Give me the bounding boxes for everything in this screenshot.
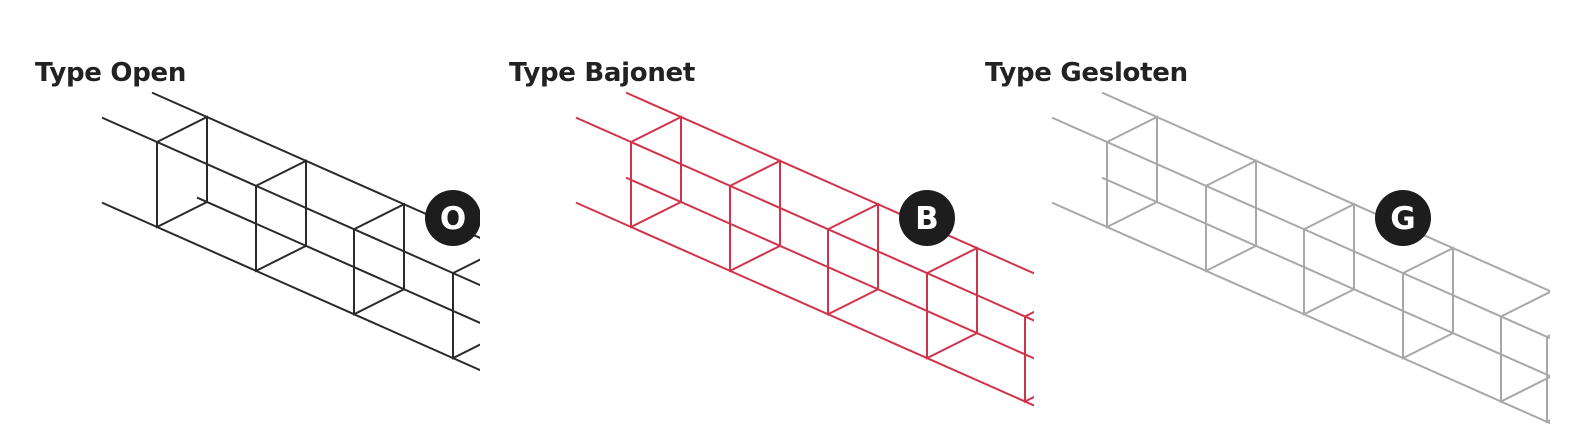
panel-type-gesloten: Type Gesloten G xyxy=(950,0,1550,448)
stirrup xyxy=(1303,202,1355,316)
stirrup xyxy=(353,202,405,316)
stirrup xyxy=(926,246,978,360)
stirrup xyxy=(1106,115,1158,229)
badge-letter: O xyxy=(440,201,466,237)
stirrup xyxy=(1024,310,1034,404)
stirrup xyxy=(156,115,208,229)
panel-type-bajonet: Type Bajonet B xyxy=(474,0,1034,448)
type-badge: O xyxy=(425,190,480,246)
longitudinal-bar xyxy=(1101,176,1550,378)
longitudinal-bar xyxy=(101,116,480,287)
longitudinal-bar xyxy=(575,201,1034,407)
longitudinal-bar xyxy=(196,196,480,324)
stirrup xyxy=(1402,246,1454,360)
closed-frame xyxy=(1546,334,1550,424)
rebar-cage-open-diagram: O xyxy=(101,91,480,372)
stirrup xyxy=(1500,290,1550,404)
type-badge: G xyxy=(1375,190,1431,246)
stirrup xyxy=(827,202,879,316)
stirrup xyxy=(1205,159,1257,273)
longitudinal-bar xyxy=(1101,91,1550,293)
badge-letter: B xyxy=(915,201,939,237)
badge-letter: G xyxy=(1390,201,1415,237)
longitudinal-bar xyxy=(625,176,1034,360)
panel-title: Type Bajonet xyxy=(509,58,696,88)
type-badge: B xyxy=(899,190,955,246)
stirrup xyxy=(729,159,781,273)
longitudinal-bar xyxy=(625,91,1034,275)
panel-title: Type Gesloten xyxy=(985,58,1188,88)
stirrup xyxy=(630,115,682,229)
rebar-cage-bajonet-diagram: B xyxy=(575,91,1034,407)
panel-title: Type Open xyxy=(35,58,187,88)
panel-type-open: Type Open O xyxy=(0,0,480,448)
rebar-cage-gesloten-diagram: G xyxy=(1051,91,1550,425)
stirrup xyxy=(255,159,307,273)
badge-circle xyxy=(1375,190,1431,246)
longitudinal-bar xyxy=(1051,116,1550,340)
badge-circle xyxy=(899,190,955,246)
stirrup xyxy=(452,258,480,360)
longitudinal-bar xyxy=(1051,201,1550,425)
longitudinal-bar xyxy=(575,116,1034,322)
badge-circle xyxy=(425,190,480,246)
longitudinal-bar xyxy=(101,201,480,372)
